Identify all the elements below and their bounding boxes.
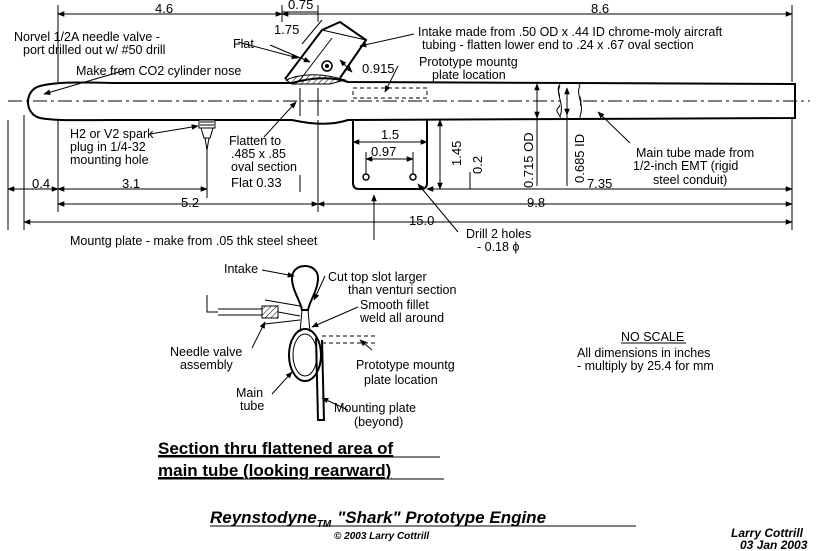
dim-0-97: 0.97 xyxy=(371,144,396,159)
callout-intake-1: Intake made from .50 OD x .44 ID chrome-… xyxy=(418,25,723,39)
note-units-2: - multiply by 25.4 for mm xyxy=(577,359,714,373)
sec-mount-plate-1: Mounting plate xyxy=(334,401,416,415)
drawing-title: ReynstodyneTM "Shark" Prototype Engine xyxy=(210,508,546,530)
dim-8-6: 8.6 xyxy=(591,1,609,16)
dim-7-35: 7.35 xyxy=(587,176,612,191)
callout-flatten-2: .485 x .85 xyxy=(231,147,286,161)
title-rest: "Shark" Prototype Engine xyxy=(337,508,546,527)
callout-needle-valve-1: Norvel 1/2A needle valve - xyxy=(14,30,160,44)
dim-3-1: 3.1 xyxy=(122,176,140,191)
dim-0-75: 0.75 xyxy=(288,0,313,12)
dim-0-715-od: 0.715 OD xyxy=(521,132,536,188)
title-main: Reynstodyne xyxy=(210,508,317,527)
intake-top xyxy=(321,29,367,41)
dimension-text: 4.6 0.75 8.6 1.75 0.915 1.5 0.97 1.45 0.… xyxy=(32,0,612,228)
side-view xyxy=(8,20,810,190)
sec-fillet-2: weld all around xyxy=(359,311,444,325)
dim-1-5: 1.5 xyxy=(381,127,399,142)
callout-main-tube-2: 1/2-inch EMT (rigid xyxy=(633,159,738,173)
spark-plug xyxy=(198,119,216,151)
section-needle-valve xyxy=(206,295,301,325)
note-no-scale: NO SCALE xyxy=(621,330,684,344)
section-mount-plate xyxy=(315,337,326,421)
sec-main-tube-1: Main xyxy=(236,386,263,400)
dim-4-6: 4.6 xyxy=(155,1,173,16)
dim-15-0: 15.0 xyxy=(409,213,434,228)
section-caption-2: main tube (looking rearward) xyxy=(158,461,391,480)
sec-proto-plate-2: plate location xyxy=(364,373,438,387)
sec-proto-plate-1: Prototype mountg xyxy=(356,358,455,372)
author-name: Larry Cottrill xyxy=(731,526,804,540)
dim-9-8: 9.8 xyxy=(527,195,545,210)
section-text: Intake Cut top slot larger than venturi … xyxy=(158,262,456,480)
notes: NO SCALE All dimensions in inches - mult… xyxy=(577,330,714,373)
callout-mountg-plate: Mountg plate - make from .05 thk steel s… xyxy=(70,234,318,248)
dim-1-45: 1.45 xyxy=(449,141,464,166)
callout-flatten-1: Flatten to xyxy=(229,134,281,148)
dim-0-915: 0.915 xyxy=(362,61,395,76)
callout-co2: Make from CO2 cylinder nose xyxy=(76,64,241,78)
title-block: ReynstodyneTM "Shark" Prototype Engine © … xyxy=(210,508,808,551)
callout-spark-1: H2 or V2 spark xyxy=(70,127,154,141)
sec-intake-label: Intake xyxy=(224,262,258,276)
callout-proto-plate-2: plate location xyxy=(432,68,506,82)
callout-drill-2: - 0.18 ϕ xyxy=(477,240,519,254)
sec-main-tube-2: tube xyxy=(240,399,264,413)
sec-needle-asm-1: Needle valve xyxy=(170,345,242,359)
section-main-tube xyxy=(288,328,322,382)
dim-flat-0-33: Flat 0.33 xyxy=(231,175,282,190)
callout-drill-1: Drill 2 holes xyxy=(466,227,531,241)
intake-tube xyxy=(284,20,368,80)
callout-main-tube-3: steel conduit) xyxy=(653,173,727,187)
callout-intake-2: tubing - flatten lower end to .24 x .67 … xyxy=(422,38,694,52)
section-intake xyxy=(290,265,320,311)
callout-main-tube-1: Main tube made from xyxy=(636,146,754,160)
co2-nose-cone xyxy=(27,81,113,122)
dim-5-2: 5.2 xyxy=(181,195,199,210)
note-units-1: All dimensions in inches xyxy=(577,346,710,360)
section-view xyxy=(206,265,375,421)
callout-text: Norvel 1/2A needle valve - port drilled … xyxy=(14,25,754,254)
dimension-lines xyxy=(7,5,793,240)
callout-spark-3: mounting hole xyxy=(70,153,149,167)
dim-0-2: 0.2 xyxy=(470,156,485,174)
callout-flatten-3: oval section xyxy=(231,160,297,174)
callout-flat: Flat xyxy=(233,37,254,51)
section-neck xyxy=(299,309,311,333)
sec-needle-asm-2: assembly xyxy=(180,358,234,372)
sec-cut-top-1: Cut top slot larger xyxy=(328,270,427,284)
callout-spark-2: plug in 1/4-32 xyxy=(70,140,146,154)
title-tm: TM xyxy=(317,519,332,530)
copyright: © 2003 Larry Cottrill xyxy=(334,531,429,542)
author-date: 03 Jan 2003 xyxy=(740,538,808,551)
sec-fillet-1: Smooth fillet xyxy=(360,298,429,312)
intake-inner-line xyxy=(299,37,333,81)
dim-0-685-id: 0.685 ID xyxy=(572,134,587,183)
sec-mount-plate-2: (beyond) xyxy=(354,415,403,429)
dim-0-4: 0.4 xyxy=(32,176,50,191)
section-caption-1: Section thru flattened area of xyxy=(158,439,394,458)
weld-hatch xyxy=(284,74,347,85)
dim-1-75: 1.75 xyxy=(274,22,299,37)
sec-cut-top-2: than venturi section xyxy=(348,283,456,297)
callout-needle-valve-2: port drilled out w/ #50 drill xyxy=(23,43,165,57)
callout-proto-plate-1: Prototype mountg xyxy=(419,55,518,69)
